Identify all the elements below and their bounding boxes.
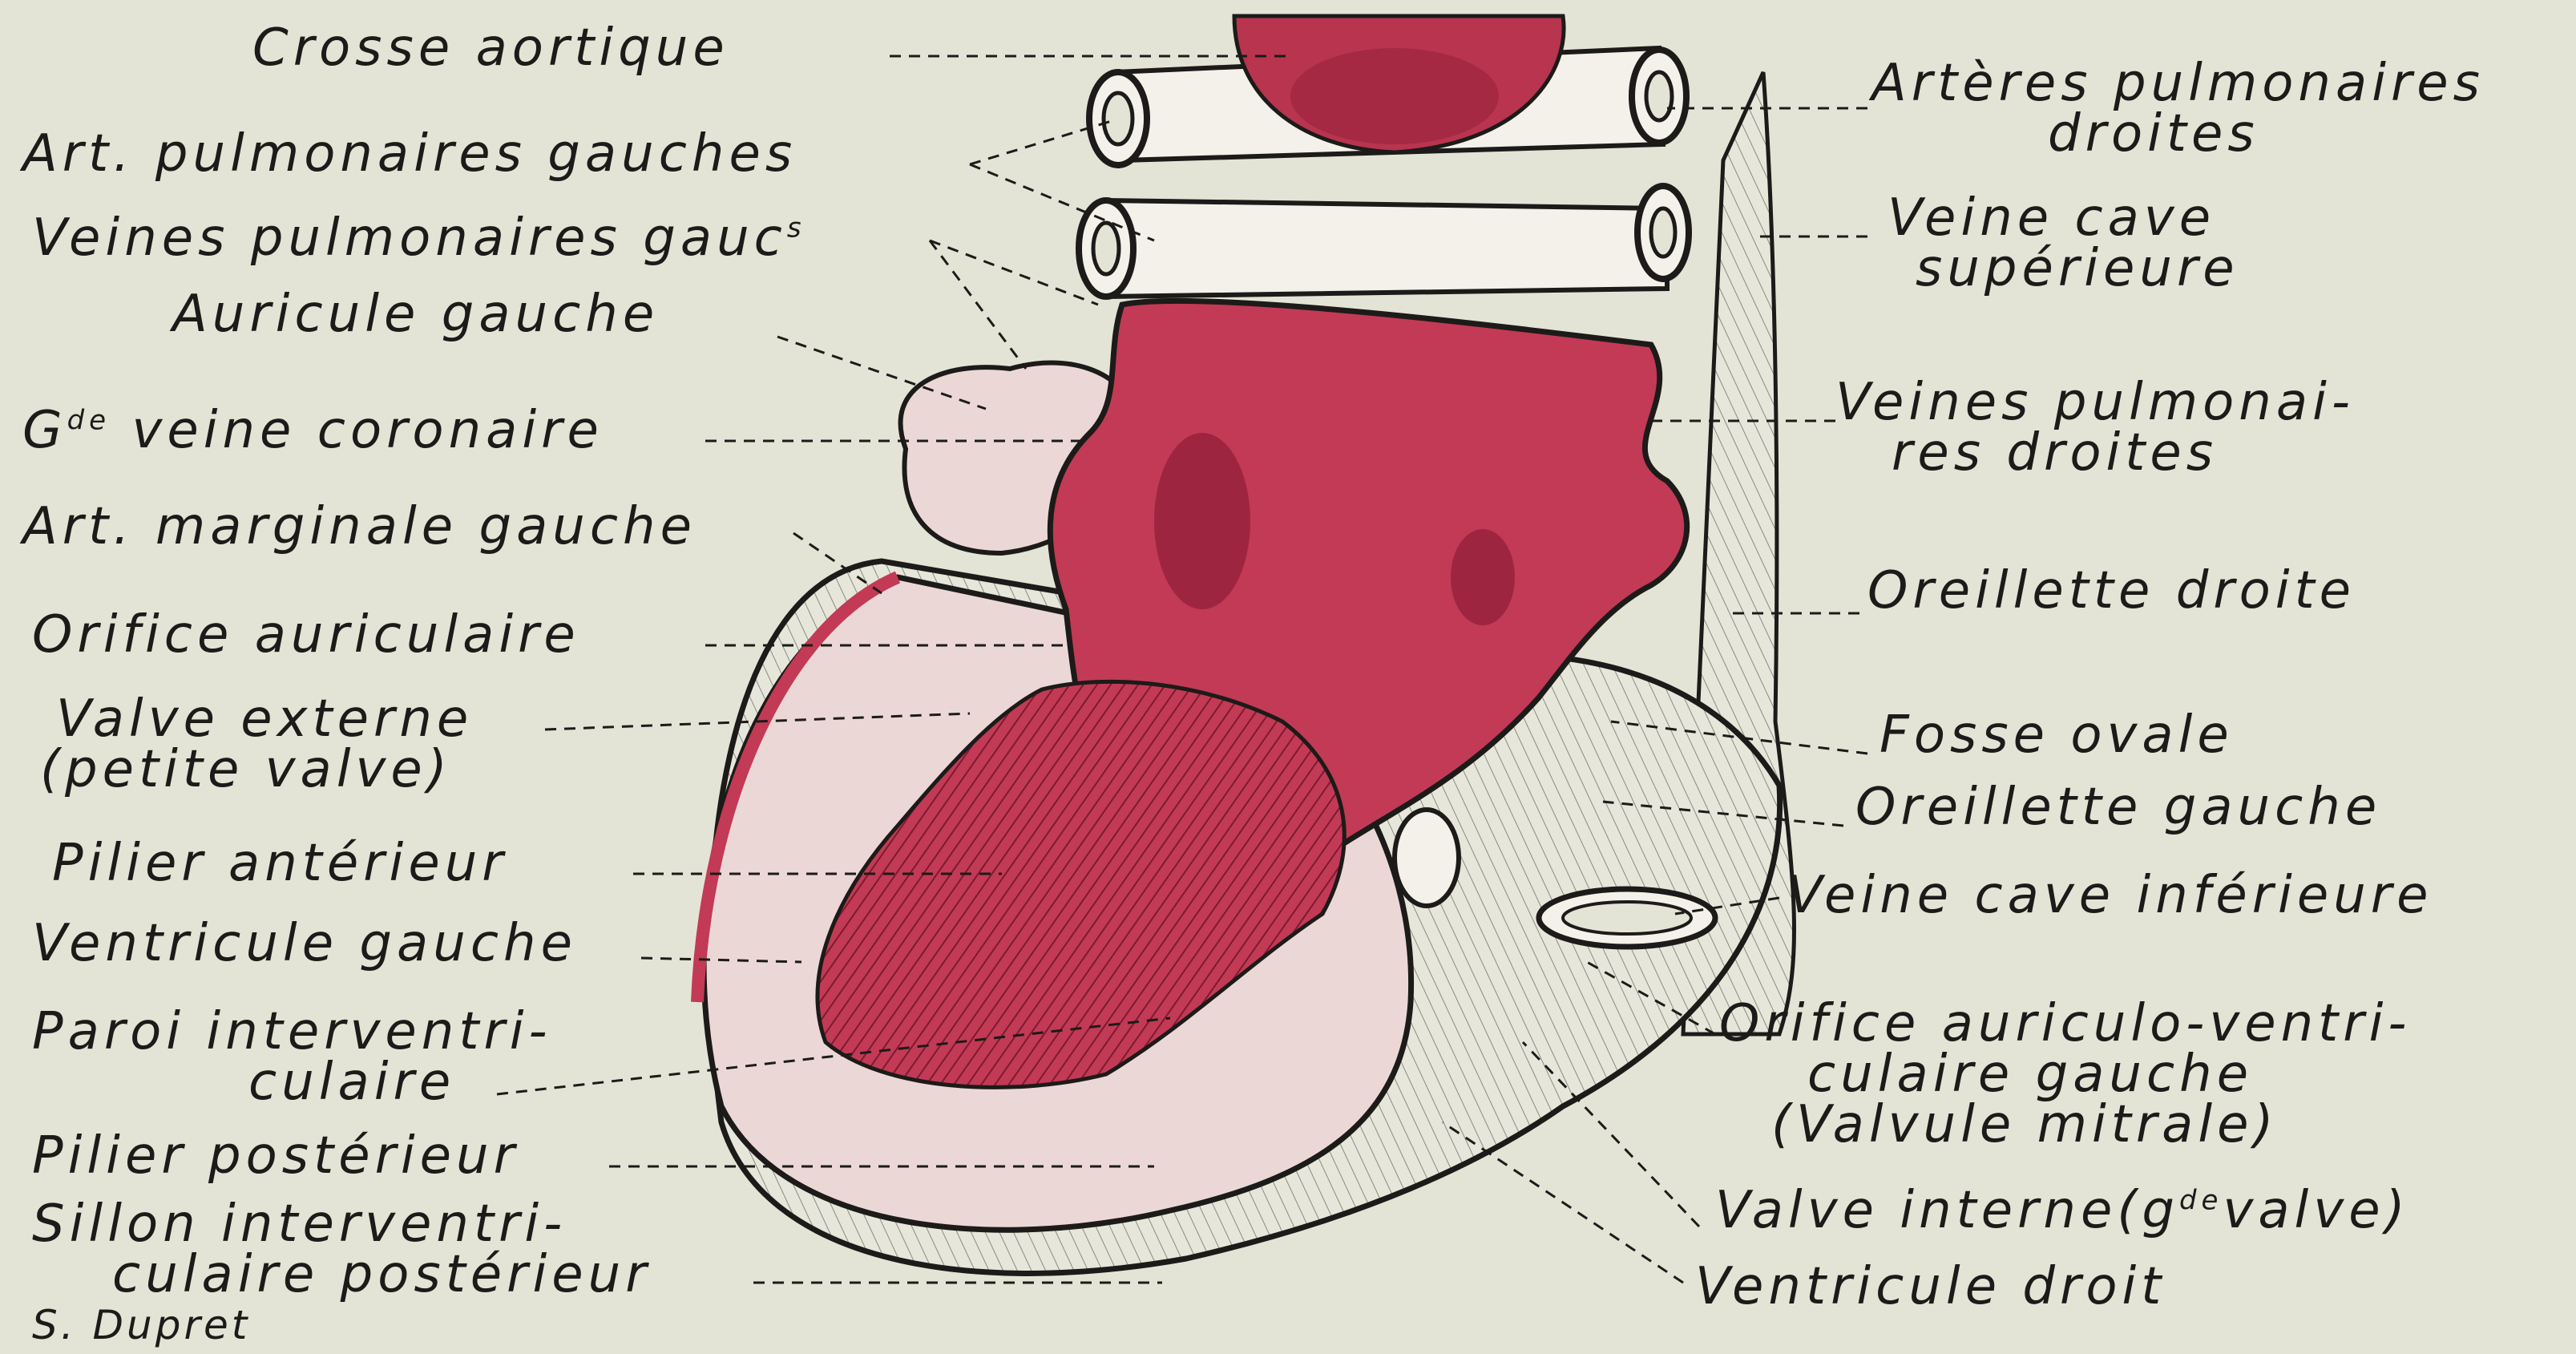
label-crosse-aortique: Crosse aortique (252, 22, 729, 74)
label-art-pulmonaires-gauches: Art. pulmonaires gauches (22, 128, 797, 180)
label-pilier-posterieur: Pilier postérieur (32, 1130, 519, 1182)
label-veine-cave-superieure-1: Veine cave (1888, 192, 2215, 244)
label-veine-cave-inferieure: Veine cave inférieure (1787, 870, 2433, 921)
label-orifice-auriculo-ventriculaire-1: Orifice auriculo-ventri- (1719, 998, 2411, 1049)
label-paroi-interventriculaire-2: culaire (248, 1057, 455, 1108)
label-veine-cave-superieure-2: supérieure (1916, 243, 2239, 294)
label-grande-veine-coronaire: Gde veine coronaire (22, 405, 604, 456)
label-ventricule-droit: Ventricule droit (1695, 1261, 2166, 1312)
label-orifice-auriculo-ventriculaire-2: culaire gauche (1807, 1049, 2253, 1100)
label-art-marginale-gauche: Art. marginale gauche (22, 501, 696, 552)
label-sillon-interventriculaire-2: culaire postérieur (112, 1249, 652, 1300)
label-sillon-interventriculaire-1: Sillon interventri- (32, 1198, 567, 1250)
label-fosse-ovale: Fosse ovale (1880, 709, 2234, 761)
label-oreillette-droite: Oreillette droite (1867, 565, 2356, 616)
label-valve-externe: Valve externe (56, 693, 473, 745)
label-veines-pulmonaires-gauches: Veines pulmonaires gaucs (32, 212, 806, 264)
label-arteres-pulmonaires-droites-1: Artères pulmonaires (1871, 58, 2485, 109)
label-ventricule-gauche: Ventricule gauche (32, 918, 577, 969)
label-auricule-gauche: Auricule gauche (172, 289, 659, 340)
label-paroi-interventriculaire-1: Paroi interventri- (32, 1006, 552, 1057)
label-valve-interne: Valve interne(gdevalve) (1715, 1185, 2410, 1236)
label-oreillette-gauche: Oreillette gauche (1855, 782, 2381, 833)
label-orifice-auriculaire: Orifice auriculaire (32, 609, 580, 661)
label-pilier-anterieur: Pilier antérieur (52, 838, 508, 889)
label-petite-valve: (petite valve) (40, 744, 452, 795)
artist-signature: S. Dupret (32, 1305, 250, 1345)
label-arteres-pulmonaires-droites-2: droites (2048, 108, 2259, 160)
label-valvule-mitrale: (Valvule mitrale) (1771, 1099, 2278, 1150)
label-veines-pulmonaires-droites-1: Veines pulmonai- (1835, 377, 2355, 428)
label-veines-pulmonaires-droites-2: res droites (1892, 427, 2218, 479)
